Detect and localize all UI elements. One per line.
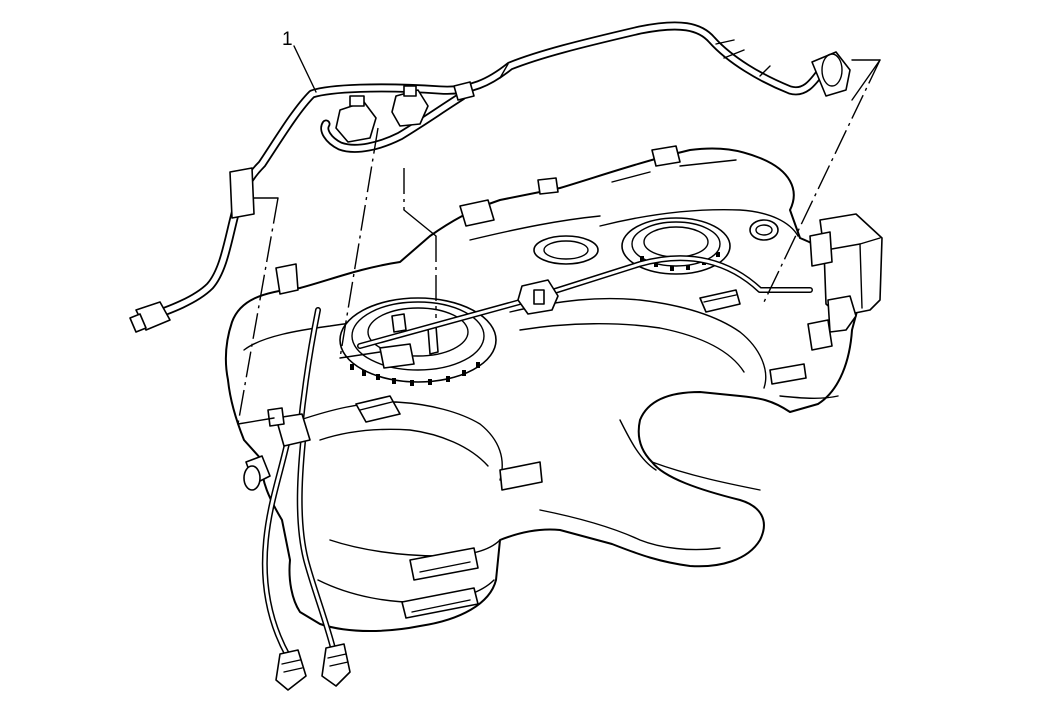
fuel-feed-lines <box>243 263 351 691</box>
callout-1-label: 1 <box>282 29 293 50</box>
leader-lines <box>237 45 881 425</box>
fuel-tank <box>224 145 883 632</box>
tank-opening-center <box>533 235 599 265</box>
cross-over-tube <box>357 255 813 349</box>
evap-vent-hose-assembly <box>129 21 851 333</box>
